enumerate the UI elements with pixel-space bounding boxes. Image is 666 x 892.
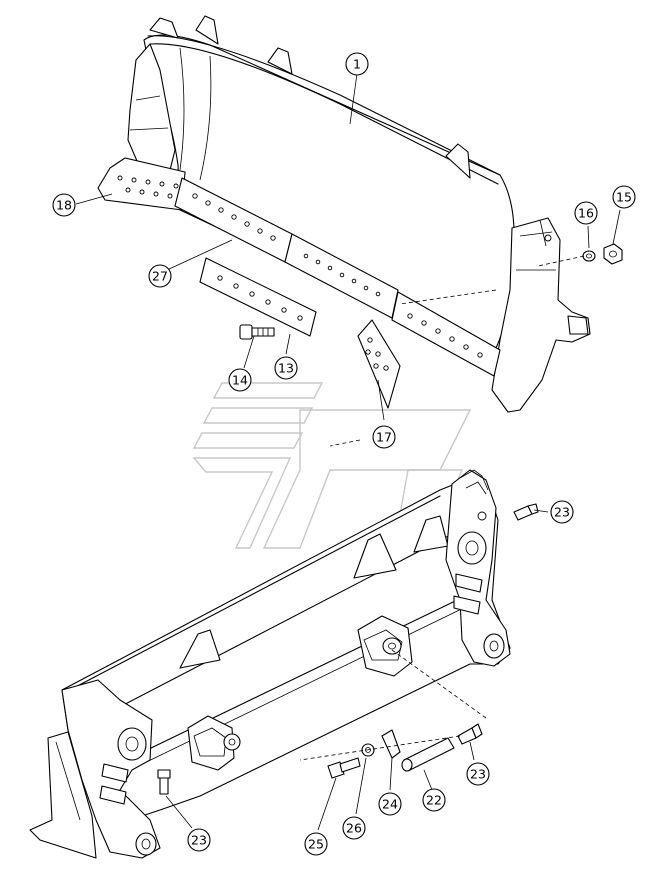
grease-fitting-part-23-lower-left bbox=[157, 769, 171, 795]
callout-23-left: 23 bbox=[187, 828, 211, 852]
callout-label: 16 bbox=[578, 206, 594, 221]
callout-18: 18 bbox=[52, 193, 76, 217]
leader-lines bbox=[75, 73, 621, 831]
callout-label: 24 bbox=[382, 797, 398, 812]
callout-16: 16 bbox=[574, 201, 598, 225]
grease-fitting-part-23-lower-right bbox=[457, 723, 483, 745]
callout-label: 23 bbox=[191, 833, 207, 848]
lower-blade-frame bbox=[29, 469, 511, 859]
callout-22: 22 bbox=[422, 788, 446, 812]
callout-25: 25 bbox=[304, 832, 328, 856]
callout-27: 27 bbox=[148, 264, 172, 288]
callout-label: 22 bbox=[426, 793, 442, 808]
loose-edge-part-13 bbox=[199, 257, 317, 337]
callout-1: 1 bbox=[345, 52, 369, 76]
callout-15: 15 bbox=[612, 185, 636, 209]
edge-bolt-holes bbox=[192, 193, 483, 358]
end-bit-part-17 bbox=[357, 319, 401, 409]
callout-label: 14 bbox=[232, 373, 248, 388]
callout-label: 15 bbox=[616, 190, 632, 205]
callout-label: 1 bbox=[353, 57, 361, 72]
callout-label: 13 bbox=[278, 361, 294, 376]
callout-24: 24 bbox=[378, 792, 402, 816]
grease-fitting-part-23-upper bbox=[513, 503, 539, 521]
callout-label: 25 bbox=[308, 837, 324, 852]
bolt-part-25 bbox=[327, 757, 361, 779]
blade-part-1 bbox=[97, 15, 591, 413]
nut-part-15 bbox=[603, 243, 623, 265]
callout-13: 13 bbox=[274, 356, 298, 380]
callout-23-upper: 23 bbox=[550, 500, 574, 524]
callout-label: 17 bbox=[376, 430, 392, 445]
callout-label: 26 bbox=[346, 821, 362, 836]
bolt-part-14 bbox=[239, 324, 275, 340]
washer-part-16 bbox=[582, 250, 596, 262]
callout-label: 27 bbox=[152, 269, 168, 284]
callout-label: 23 bbox=[554, 505, 570, 520]
pin-part-22 bbox=[401, 737, 455, 772]
callout-label: 18 bbox=[56, 198, 72, 213]
callout-23-right: 23 bbox=[466, 762, 490, 786]
cutting-edge-part-27 bbox=[174, 177, 501, 377]
callout-label: 23 bbox=[470, 767, 486, 782]
cotter-pin-part-24 bbox=[381, 729, 401, 759]
callout-14: 14 bbox=[228, 368, 252, 392]
callout-26: 26 bbox=[342, 816, 366, 840]
callout-17: 17 bbox=[372, 425, 396, 449]
